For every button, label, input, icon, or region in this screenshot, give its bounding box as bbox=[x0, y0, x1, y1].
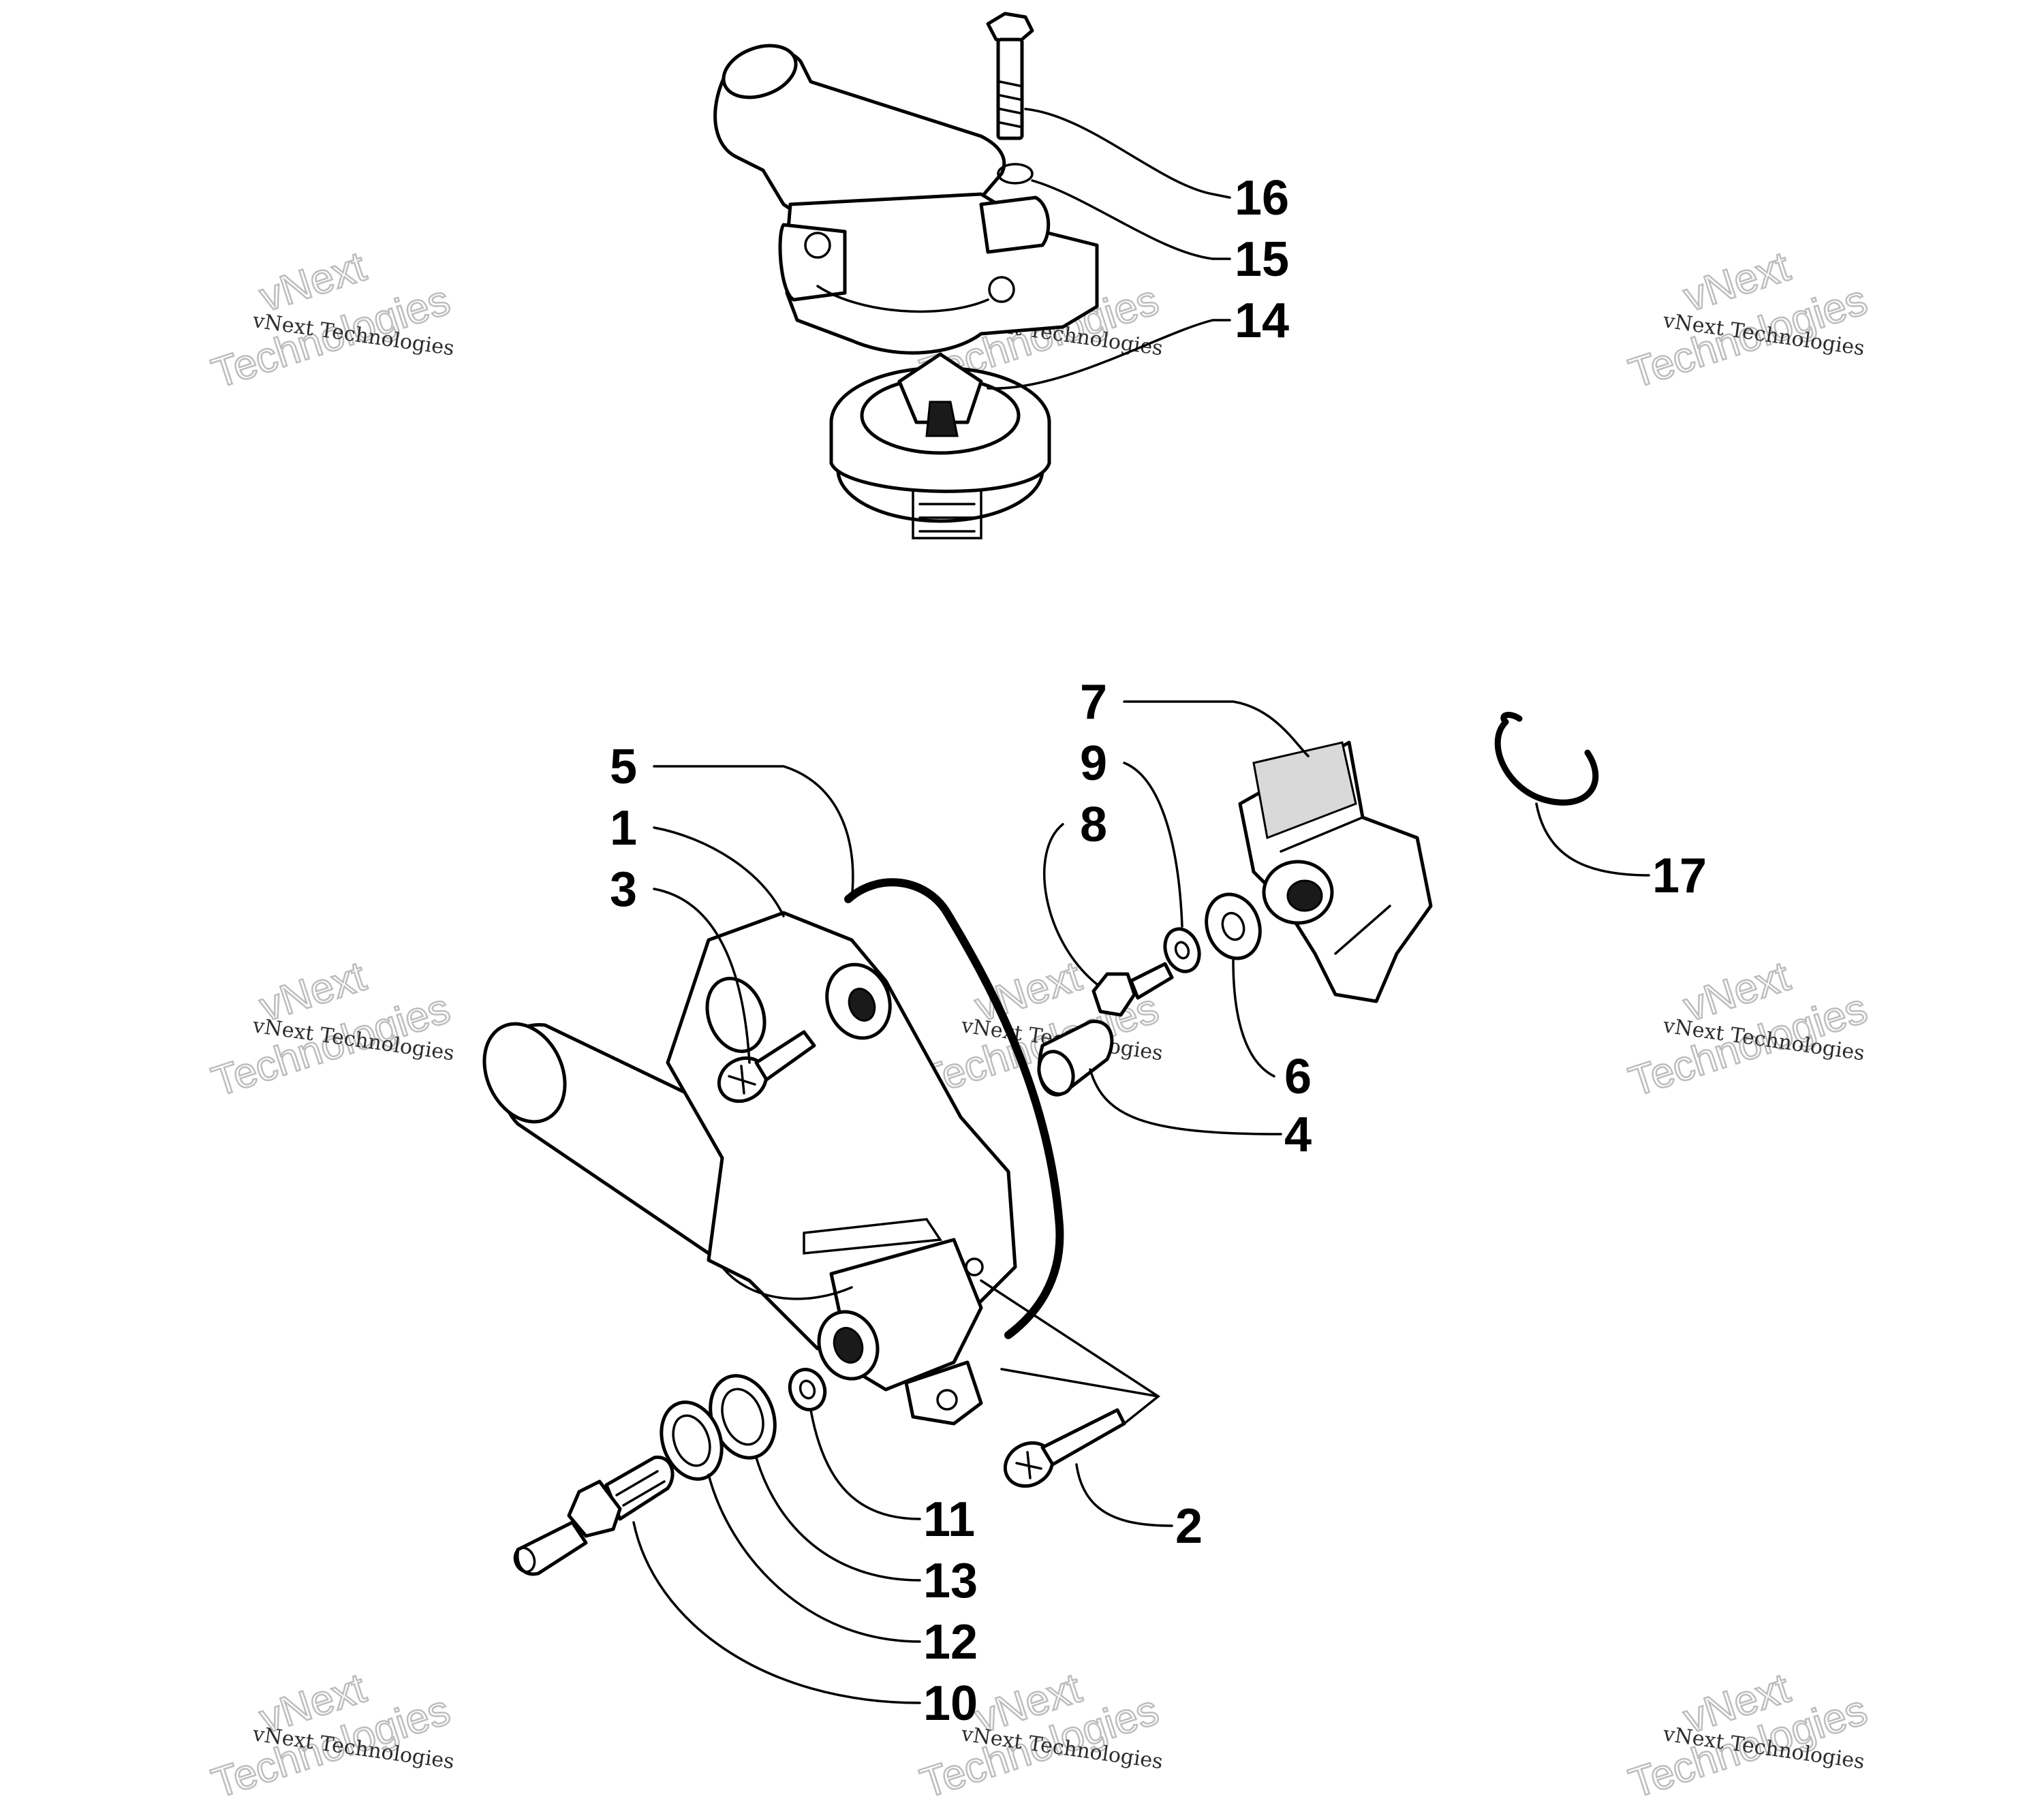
impeller-washer-9 bbox=[1163, 927, 1201, 973]
pump-housing bbox=[482, 911, 1017, 1426]
leader-11 bbox=[809, 1409, 921, 1520]
leader-15 bbox=[1031, 179, 1231, 260]
leader-2 bbox=[1075, 1463, 1173, 1527]
housing-screw-2 bbox=[1003, 1408, 1126, 1488]
callout-6: 6 bbox=[1284, 1050, 1312, 1104]
leader-9 bbox=[1123, 762, 1183, 928]
leader-10 bbox=[632, 1521, 921, 1704]
callout-14: 14 bbox=[1235, 294, 1289, 348]
impeller bbox=[1238, 740, 1433, 1003]
leader-5 bbox=[653, 765, 854, 900]
leader-13 bbox=[755, 1456, 921, 1582]
washer-11 bbox=[788, 1368, 827, 1411]
washer-12 bbox=[660, 1400, 724, 1481]
watermark-top-right: vNext Technologies vNext Technologies bbox=[1623, 242, 1874, 398]
drain-fitting-10 bbox=[513, 1456, 675, 1576]
watermark-bottom-right: vNext Technologies vNext Technologies bbox=[1623, 1663, 1874, 1808]
housing-screw-3 bbox=[717, 1030, 816, 1103]
o-ring-gasket bbox=[844, 878, 1064, 1339]
leader-12 bbox=[707, 1473, 921, 1643]
retaining-ring-17 bbox=[1494, 712, 1599, 806]
callout-2: 2 bbox=[1175, 1499, 1203, 1554]
leader-3 bbox=[653, 888, 751, 1064]
spacer-bushing-4 bbox=[1037, 1020, 1114, 1097]
callout-1: 1 bbox=[610, 801, 637, 856]
thermostat-housing bbox=[713, 44, 1099, 355]
watermark-mid-right: vNext Technologies vNext Technologies bbox=[1623, 952, 1874, 1106]
leader-4 bbox=[1089, 1068, 1282, 1135]
leader-7 bbox=[1123, 700, 1310, 757]
callout-17: 17 bbox=[1652, 849, 1707, 903]
watermark-top-left: vNext Technologies vNext Technologies bbox=[206, 242, 456, 398]
callout-labels: 16 15 14 7 9 8 5 1 3 6 4 17 2 11 13 12 1… bbox=[610, 171, 1707, 1731]
callout-15: 15 bbox=[1235, 232, 1289, 287]
callout-10: 10 bbox=[923, 1676, 978, 1731]
leader-2-bracket bbox=[980, 1279, 1160, 1425]
callout-3: 3 bbox=[610, 862, 637, 917]
callout-11: 11 bbox=[923, 1492, 975, 1547]
seal-13 bbox=[709, 1374, 777, 1460]
callout-9: 9 bbox=[1080, 736, 1107, 791]
impeller-washer-6 bbox=[1205, 892, 1262, 960]
callout-12: 12 bbox=[923, 1615, 978, 1670]
callout-13: 13 bbox=[923, 1554, 978, 1608]
thermostat bbox=[829, 352, 1051, 539]
leader-8 bbox=[1043, 823, 1098, 986]
callout-16: 16 bbox=[1235, 171, 1289, 225]
watermark-mid-left: vNext Technologies vNext Technologies bbox=[206, 952, 456, 1106]
leader-14 bbox=[987, 319, 1231, 390]
callout-4: 4 bbox=[1284, 1108, 1312, 1162]
callout-8: 8 bbox=[1080, 798, 1107, 852]
leader-1 bbox=[653, 826, 785, 918]
leader-17 bbox=[1535, 802, 1650, 877]
leader-16 bbox=[1024, 108, 1231, 199]
watermark-bottom-left: vNext Technologies vNext Technologies bbox=[206, 1663, 456, 1808]
leader-6 bbox=[1232, 959, 1275, 1078]
thermostat-bolt bbox=[986, 12, 1034, 140]
callout-5: 5 bbox=[610, 740, 637, 794]
callout-7: 7 bbox=[1080, 675, 1107, 730]
impeller-bolt-8 bbox=[1091, 962, 1174, 1017]
leader-lines bbox=[632, 108, 1650, 1704]
